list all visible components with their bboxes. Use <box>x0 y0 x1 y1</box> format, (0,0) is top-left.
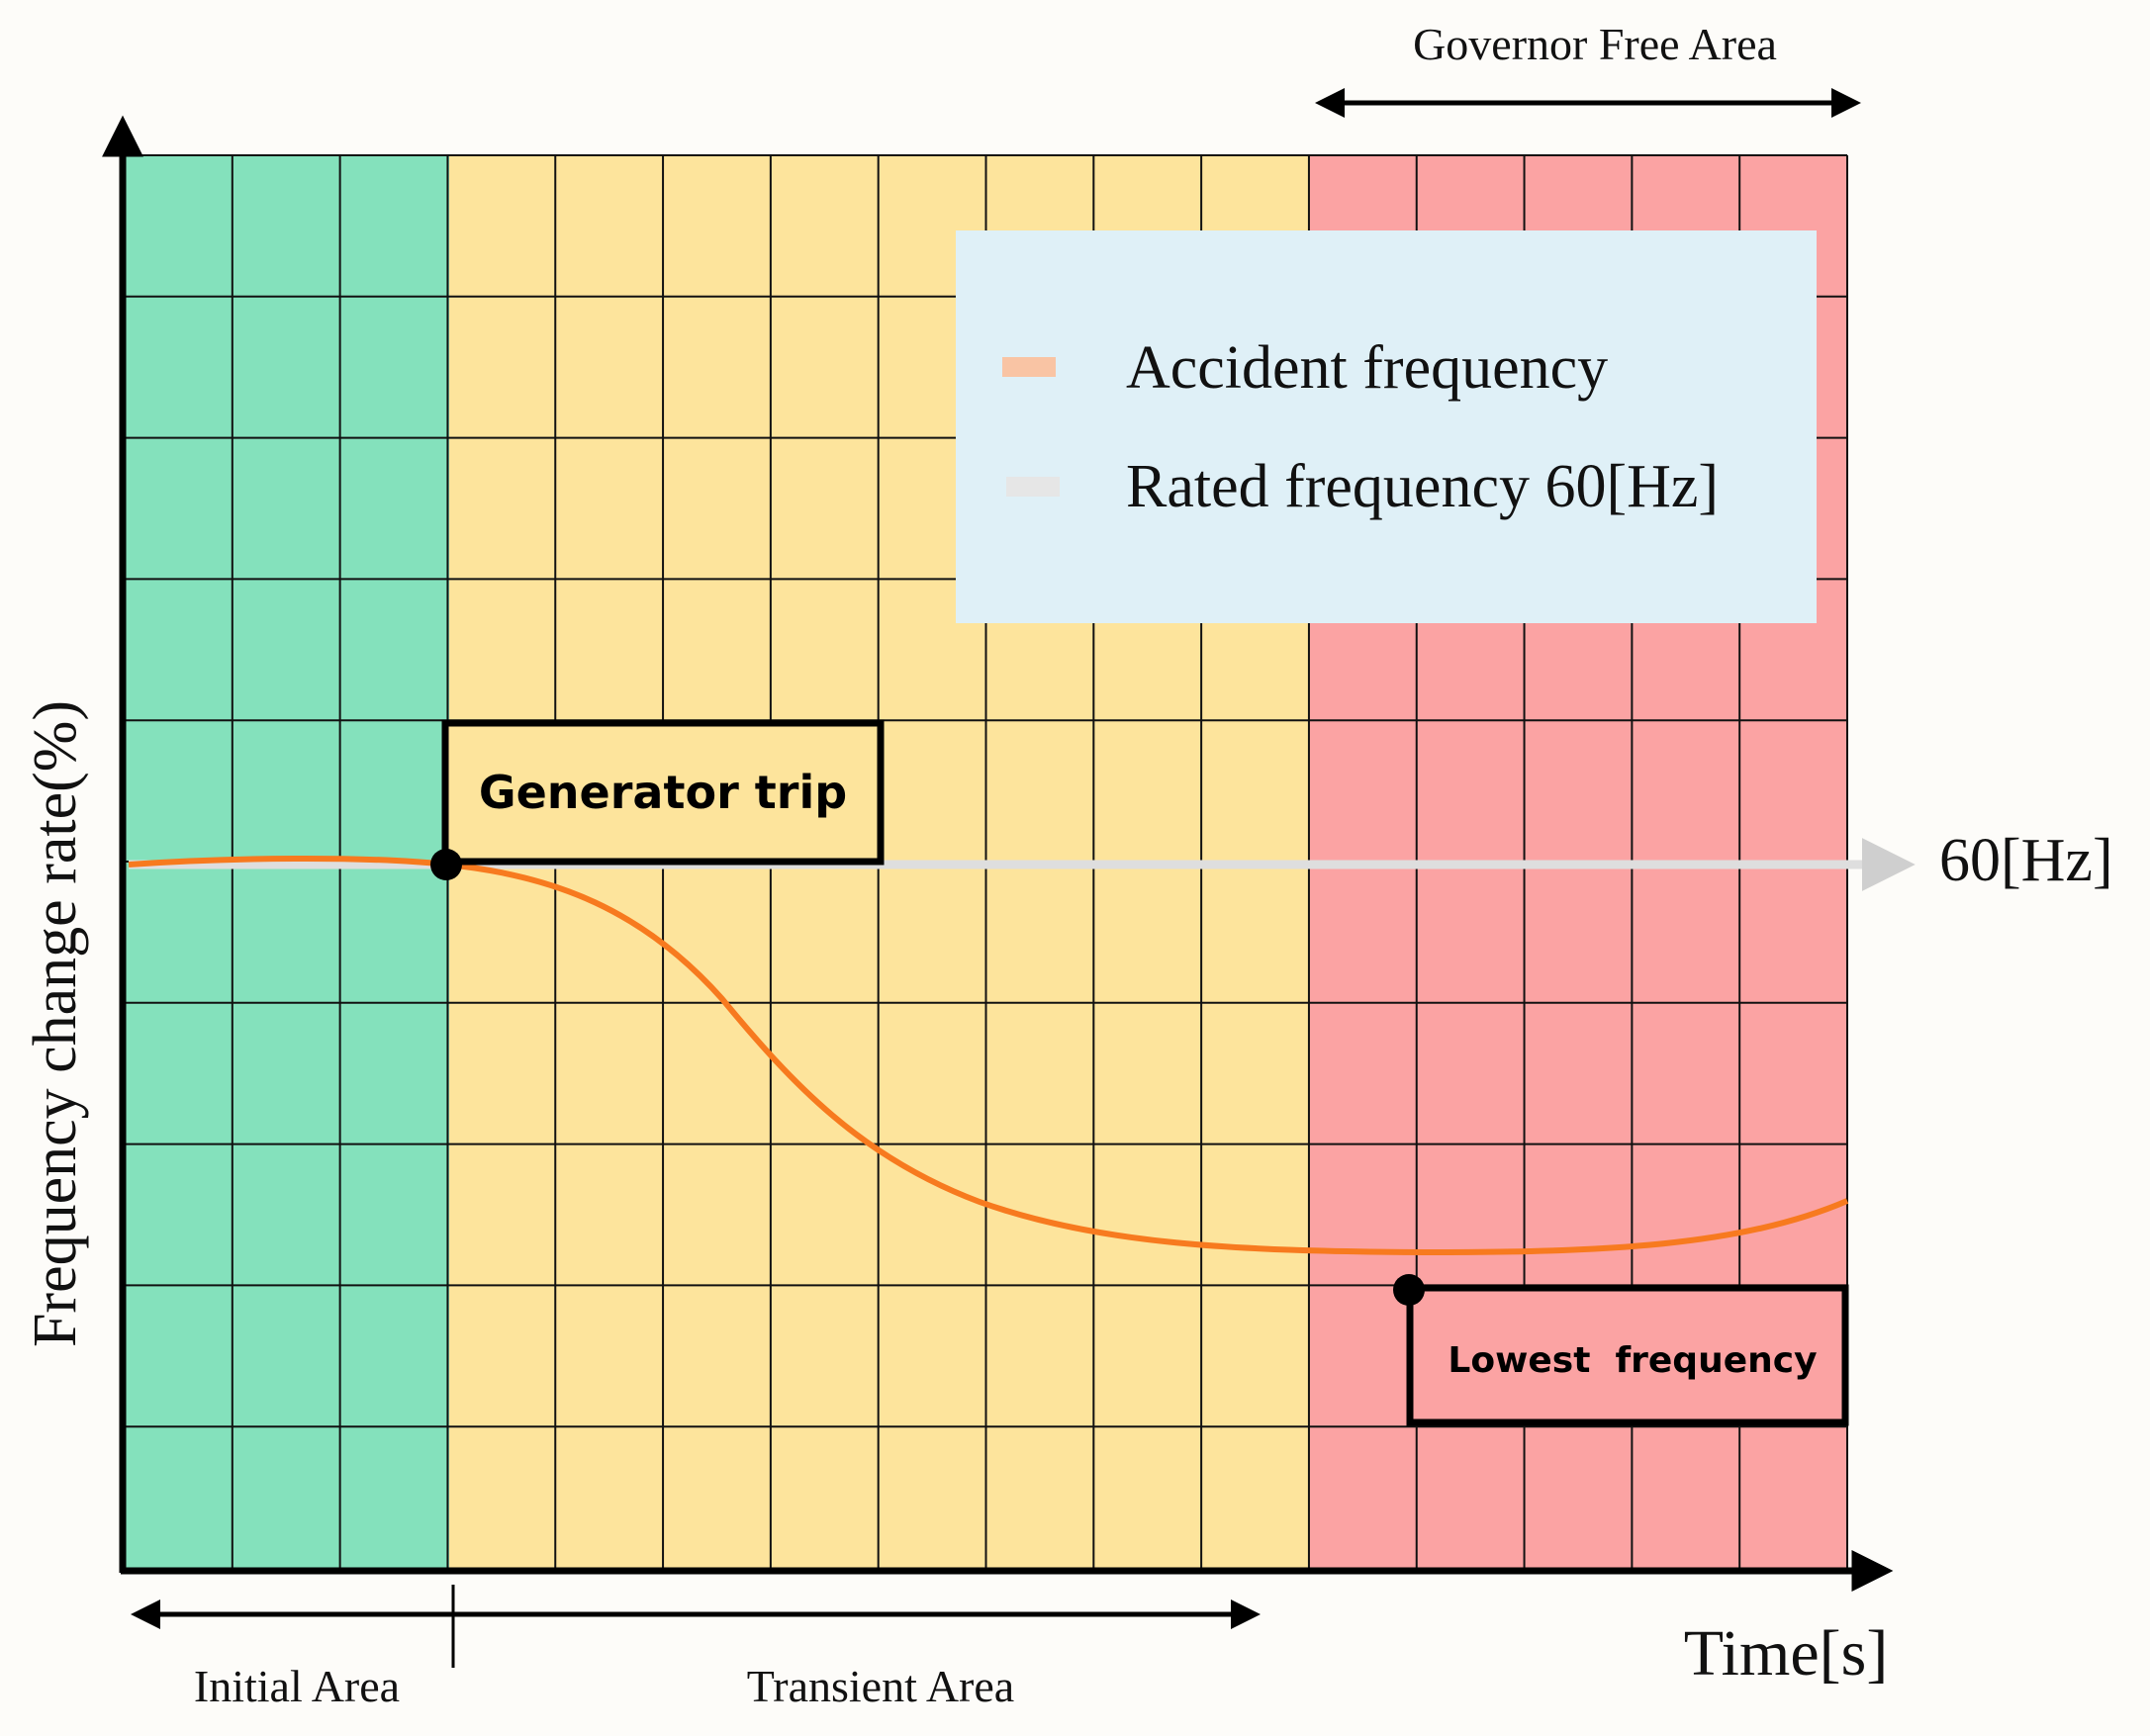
lowest-frequency-point <box>1393 1274 1425 1306</box>
y-axis-label: Frequency change rate(%) <box>22 700 89 1347</box>
legend-swatch-accident <box>1002 357 1056 377</box>
generator-trip-label: Generator trip <box>479 766 847 819</box>
initial-area-label: Initial Area <box>194 1661 400 1711</box>
x-axis-label: Time[s] <box>1684 1617 1889 1690</box>
generator-trip-box <box>441 719 885 866</box>
legend-swatch-rated <box>1006 477 1060 497</box>
legend-label-rated: Rated frequency 60[Hz] <box>1126 453 1719 520</box>
governor-free-area-label: Governor Free Area <box>1413 19 1777 69</box>
legend: Accident frequency Rated frequency 60[Hz… <box>956 230 1817 623</box>
lowest-frequency-label: Lowest frequency <box>1448 1340 1817 1381</box>
transient-area-label: Transient Area <box>747 1661 1014 1711</box>
legend-box <box>956 230 1817 623</box>
lowest-frequency-box <box>1406 1284 1849 1426</box>
rated-frequency-label: 60[Hz] <box>1939 827 2113 894</box>
generator-trip-point <box>430 849 462 880</box>
legend-label-accident: Accident frequency <box>1126 334 1608 402</box>
